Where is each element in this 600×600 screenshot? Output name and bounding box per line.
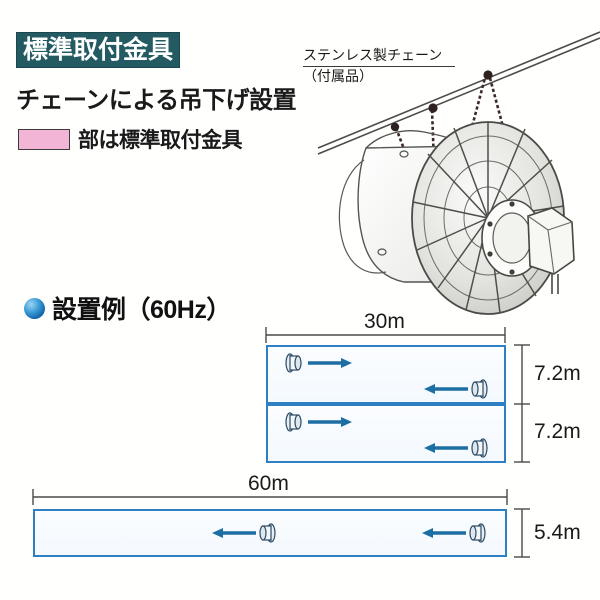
- airflow-arrow-left: [422, 527, 466, 539]
- airflow-arrow-right: [308, 357, 352, 369]
- section-banner: 標準取付金具: [16, 32, 180, 68]
- chain-callout-line1: ステンレス製チェーン: [303, 47, 443, 63]
- callout-underline: [303, 65, 455, 67]
- fan-hub: [481, 199, 543, 277]
- guard-wire: [338, 159, 387, 274]
- banner-title: 標準取付金具: [22, 35, 173, 64]
- dimension-label-30m: 30m: [364, 310, 405, 333]
- dimension-line-60m: [32, 489, 508, 505]
- section-heading-text: 設置例（60Hz）: [52, 296, 231, 324]
- room-lower-7.2m: [266, 404, 506, 463]
- page-subtitle: チェーンによる吊下げ設置: [16, 87, 297, 114]
- chain-callout: ステンレス製チェーン （付属品）: [303, 47, 463, 85]
- ceiling-beam: [317, 31, 600, 155]
- dimension-label-7.2m-lower: 7.2m: [534, 420, 581, 443]
- legend-label: 部は標準取付金具: [78, 129, 243, 152]
- dimension-line-7.2m-lower: [514, 404, 530, 463]
- airflow-arrow-left: [212, 527, 256, 539]
- dimension-label-5.4m: 5.4m: [534, 521, 581, 544]
- fan-icon: [470, 378, 488, 400]
- fan-icon: [470, 437, 488, 459]
- chain-callout-line2: （付属品）: [303, 67, 373, 84]
- dimension-line-5.4m: [514, 508, 530, 558]
- blue-sphere-bullet-icon: [24, 297, 45, 319]
- airflow-arrow-left: [424, 383, 468, 395]
- fan-icon: [285, 411, 303, 433]
- legend-color-swatch: [18, 128, 70, 150]
- fan-icon: [468, 522, 486, 544]
- chain-anchor-points: [390, 70, 493, 132]
- dimension-label-7.2m-upper: 7.2m: [534, 362, 581, 385]
- room-upper-7.2m: [266, 345, 506, 404]
- airflow-arrow-left: [424, 442, 468, 454]
- installation-examples-heading: 設置例（60Hz）: [24, 290, 231, 326]
- dimension-label-60m: 60m: [248, 472, 289, 495]
- power-cable: [551, 274, 559, 294]
- fan-icon: [258, 522, 276, 544]
- legend: 部は標準取付金具: [18, 124, 243, 154]
- dimension-line-30m: [265, 327, 506, 343]
- fan-installation-illustration: [300, 20, 600, 315]
- body-bolt: [377, 150, 409, 256]
- motor-housing: [527, 207, 575, 275]
- airflow-arrow-right: [308, 416, 352, 428]
- fan-icon: [285, 352, 303, 374]
